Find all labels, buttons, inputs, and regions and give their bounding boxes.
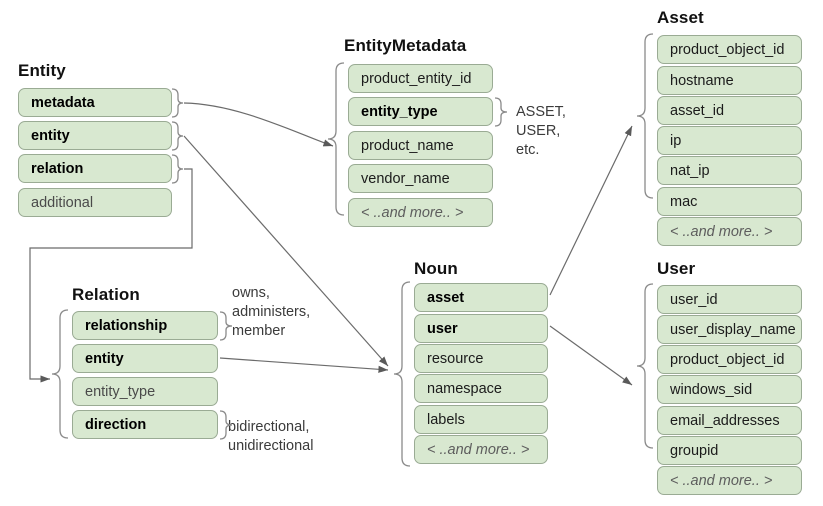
entitymetadata-row-vendor-name[interactable]: vendor_name — [348, 164, 493, 193]
group-title-user: User — [657, 259, 696, 278]
noun-row-asset[interactable]: asset — [414, 283, 548, 312]
noun-row-user-label: user — [427, 320, 458, 337]
noun-row-namespace[interactable]: namespace — [414, 374, 548, 403]
brace-relation-group — [51, 309, 69, 439]
asset-row-asset-id-label: asset_id — [670, 102, 725, 119]
noun-row-resource-label: resource — [427, 350, 484, 367]
asset-row-product-object-id[interactable]: product_object_id — [657, 35, 802, 64]
relation-row-entity[interactable]: entity — [72, 344, 218, 373]
entitymetadata-row-product-entity-id-label: product_entity_id — [361, 70, 472, 87]
asset-row-nat-ip[interactable]: nat_ip — [657, 156, 802, 185]
entity-row-relation[interactable]: relation — [18, 154, 172, 183]
entity-row-entity-label: entity — [31, 127, 70, 144]
brace-entity-metadata-group — [327, 62, 345, 216]
user-row-email-addresses-label: email_addresses — [670, 412, 780, 429]
brace-noun-group — [393, 281, 411, 467]
entity-row-metadata-label: metadata — [31, 94, 95, 111]
user-row-user-display-name-label: user_display_name — [670, 321, 796, 338]
entitymetadata-row-product-entity-id[interactable]: product_entity_id — [348, 64, 493, 93]
user-row-product-object-id-label: product_object_id — [670, 351, 785, 368]
entity-row-entity[interactable]: entity — [18, 121, 172, 150]
asset-row-more-label: < ..and more.. > — [670, 223, 773, 240]
noun-row-resource[interactable]: resource — [414, 344, 548, 373]
user-row-user-display-name[interactable]: user_display_name — [657, 315, 802, 344]
relation-row-entity-type[interactable]: entity_type — [72, 377, 218, 406]
asset-row-product-object-id-label: product_object_id — [670, 41, 785, 58]
brace-entity-type-values — [494, 97, 508, 127]
asset-row-hostname-label: hostname — [670, 72, 734, 89]
group-title-noun: Noun — [414, 259, 458, 278]
asset-row-nat-ip-label: nat_ip — [670, 162, 710, 179]
entitymetadata-row-product-name[interactable]: product_name — [348, 131, 493, 160]
user-row-user-id-label: user_id — [670, 291, 718, 308]
asset-row-ip[interactable]: ip — [657, 126, 802, 155]
user-row-user-id[interactable]: user_id — [657, 285, 802, 314]
noun-row-labels[interactable]: labels — [414, 405, 548, 434]
annotation-entity-type-values: ASSET, USER, etc. — [516, 104, 566, 158]
brace-asset-group — [636, 33, 654, 199]
user-row-more-label: < ..and more.. > — [670, 472, 773, 489]
entitymetadata-row-entity-type-label: entity_type — [361, 103, 438, 120]
user-row-product-object-id[interactable]: product_object_id — [657, 345, 802, 374]
noun-row-more-label: < ..and more.. > — [427, 441, 530, 458]
brace-user-group — [636, 283, 654, 449]
user-row-groupid-label: groupid — [670, 442, 719, 459]
brace-entity-metadata — [171, 88, 184, 118]
user-row-windows-sid[interactable]: windows_sid — [657, 375, 802, 404]
noun-row-more[interactable]: < ..and more.. > — [414, 435, 548, 464]
link-metadata-to-entitymetadata — [183, 102, 334, 147]
entitymetadata-row-vendor-name-label: vendor_name — [361, 170, 450, 187]
group-title-entity-metadata: EntityMetadata — [344, 36, 467, 55]
noun-row-user[interactable]: user — [414, 314, 548, 343]
user-row-more[interactable]: < ..and more.. > — [657, 466, 802, 495]
asset-row-mac-label: mac — [670, 193, 698, 210]
entity-row-additional[interactable]: additional — [18, 188, 172, 217]
noun-row-asset-label: asset — [427, 289, 465, 306]
asset-row-asset-id[interactable]: asset_id — [657, 96, 802, 125]
relation-row-entity-type-label: entity_type — [85, 383, 156, 400]
user-row-windows-sid-label: windows_sid — [670, 381, 753, 398]
link-noun-user-to-user — [549, 325, 633, 386]
entitymetadata-row-entity-type[interactable]: entity_type — [348, 97, 493, 126]
group-title-entity: Entity — [18, 61, 66, 80]
group-title-relation: Relation — [72, 285, 140, 304]
annotation-relationship-values: owns, administers, member — [232, 285, 311, 339]
relation-row-relationship-label: relationship — [85, 317, 168, 334]
relation-row-direction-label: direction — [85, 416, 147, 433]
user-row-email-addresses[interactable]: email_addresses — [657, 406, 802, 435]
link-relation-entity-to-noun — [219, 357, 389, 373]
noun-row-namespace-label: namespace — [427, 380, 502, 397]
noun-row-labels-label: labels — [427, 411, 465, 428]
relation-row-entity-label: entity — [85, 350, 124, 367]
group-title-asset: Asset — [657, 8, 704, 27]
asset-row-mac[interactable]: mac — [657, 187, 802, 216]
asset-row-ip-label: ip — [670, 132, 682, 149]
brace-entity-entity — [171, 121, 184, 151]
entity-row-additional-label: additional — [31, 194, 94, 211]
asset-row-more[interactable]: < ..and more.. > — [657, 217, 802, 246]
annotation-direction-values: bidirectional, unidirectional — [228, 419, 314, 454]
user-row-groupid[interactable]: groupid — [657, 436, 802, 465]
relation-row-direction[interactable]: direction — [72, 410, 218, 439]
entitymetadata-row-product-name-label: product_name — [361, 137, 454, 154]
entity-row-metadata[interactable]: metadata — [18, 88, 172, 117]
brace-relationship-values — [219, 311, 233, 341]
entitymetadata-row-more-label: < ..and more.. > — [361, 204, 464, 221]
brace-entity-relation — [171, 154, 184, 184]
relation-row-relationship[interactable]: relationship — [72, 311, 218, 340]
entity-row-relation-label: relation — [31, 160, 84, 177]
entitymetadata-row-more[interactable]: < ..and more.. > — [348, 198, 493, 227]
asset-row-hostname[interactable]: hostname — [657, 66, 802, 95]
